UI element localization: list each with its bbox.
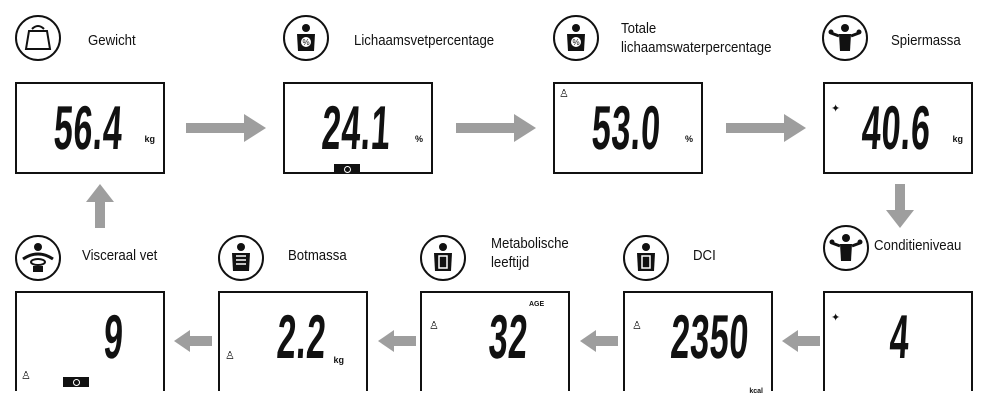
muscle-icon: [822, 15, 868, 61]
bone-mini-icon: ♙: [225, 350, 235, 362]
visceral-fat-icon: [15, 235, 61, 281]
metabolic-age-icon: [420, 235, 466, 281]
svg-text:%: %: [572, 38, 579, 47]
arrow-left-icon: [782, 330, 820, 352]
body-water-icon: %: [553, 15, 599, 61]
visceral-mini-icon: ♙: [21, 370, 31, 382]
arrow-right-icon: [456, 114, 536, 142]
dci-display: ♙ 2350 kcal: [623, 291, 773, 395]
display-value: 32: [486, 303, 530, 372]
physique-icon: [823, 225, 869, 271]
display-unit: kcal: [749, 388, 763, 395]
arrow-up-icon: [86, 184, 114, 228]
display-unit: kg: [333, 355, 344, 365]
body-fat-display: 24.1 %: [283, 82, 433, 174]
arrow-left-icon: [174, 330, 212, 352]
weight-display: 56.4 kg: [15, 82, 165, 174]
display-value: 56.4: [52, 94, 126, 163]
metric-label: DCI: [693, 247, 716, 264]
body-fat-icon: %: [283, 15, 329, 61]
metric-label: Visceraal vet: [82, 247, 158, 264]
display-unit: kg: [144, 134, 155, 144]
arrow-right-icon: [726, 114, 806, 142]
display-value: 9: [101, 303, 125, 372]
water-mini-icon: ♙: [559, 88, 569, 100]
arrow-left-icon: [378, 330, 416, 352]
svg-text:%: %: [302, 38, 309, 47]
age-label: AGE: [529, 301, 545, 308]
arrow-down-icon: [886, 184, 914, 228]
display-value: 40.6: [860, 94, 933, 163]
display-value: 2350: [668, 303, 751, 372]
bone-mass-icon: [218, 235, 264, 281]
display-unit: %: [414, 134, 423, 144]
display-value: 4: [887, 303, 911, 372]
metric-label: Botmassa: [288, 247, 347, 264]
arrow-right-icon: [186, 114, 266, 142]
display-unit: %: [684, 134, 693, 144]
body-water-display: ♙ 53.0 %: [553, 82, 703, 174]
display-value: 53.0: [590, 94, 663, 163]
metric-label: Lichaamsvetpercentage: [354, 32, 495, 49]
bone-mass-display: ♙ 2.2 kg: [218, 291, 368, 391]
metabolic-age-display: AGE ♙ 32: [420, 291, 570, 391]
physique-display: ✦ 4: [823, 291, 973, 391]
metric-label: Gewicht: [88, 32, 136, 49]
weight-icon: [15, 15, 61, 61]
display-value: 24.1: [320, 94, 393, 163]
muscle-mini-icon: ✦: [831, 103, 841, 115]
muscle-display: ✦ 40.6 kg: [823, 82, 973, 174]
dci-icon: [623, 235, 669, 281]
physique-mini-icon: ✦: [831, 312, 841, 324]
indicator-tag: [334, 164, 360, 174]
display-unit: kg: [952, 134, 963, 144]
indicator-tag: [63, 377, 89, 387]
metric-label: Conditieniveau: [874, 237, 962, 254]
metabolic-mini-icon: ♙: [429, 320, 439, 332]
dci-mini-icon: ♙: [632, 320, 642, 332]
display-value: 2.2: [274, 303, 328, 372]
visceral-fat-display: 9 ♙: [15, 291, 165, 391]
arrow-left-icon: [580, 330, 618, 352]
metric-label: Spiermassa: [891, 32, 961, 49]
